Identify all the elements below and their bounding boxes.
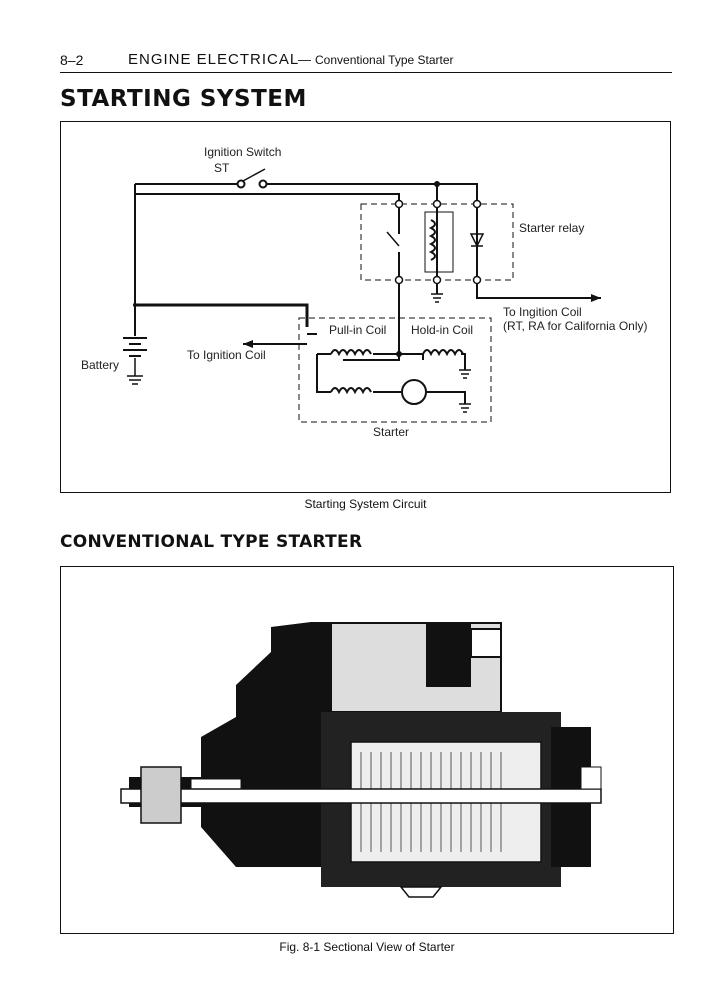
hold-in-coil-winding [422,349,464,357]
drive-housing [129,622,336,867]
circuit-caption: Starting System Circuit [304,497,427,511]
section-title: ENGINE ELECTRICAL [128,51,300,68]
relay-coil-winding [428,219,436,261]
circuit-svg: Ignition Switch ST Starter relay To Ingi… [81,145,648,439]
arrow-to-ignition-coil-left [243,340,253,348]
terminal-bolt [470,628,502,658]
motor-symbol [401,379,427,405]
starter-illustration [120,622,602,898]
starting-system-heading: STARTING SYSTEM [60,86,307,112]
label-st: ST [214,161,230,175]
arrow-to-ignition-coil-right [591,294,601,302]
pull-in-coil-winding [330,349,372,357]
label-pull-in-coil: Pull-in Coil [329,323,386,337]
label-hold-in-coil: Hold-in Coil [411,323,473,337]
page-header: 8–2 ENGINE ELECTRICAL — Conventional Typ… [60,50,672,73]
switch-lever [242,168,266,182]
conventional-starter-heading: CONVENTIONAL TYPE STARTER [60,532,363,552]
label-to-ignition-coil-left: To Ignition Coil [187,348,266,362]
header-dash: — [298,52,311,67]
starting-system-circuit-diagram: Ignition Switch ST Starter relay To Ingi… [60,121,671,493]
label-starter: Starter [373,425,409,439]
shaft [120,788,602,804]
switch-contact-left [236,179,246,189]
relay-diode [469,233,485,248]
field-coil-winding [330,387,372,395]
relay-box [360,203,514,281]
subsection-title: Conventional Type Starter [315,53,454,67]
label-rt-ra-note: (RT, RA for California Only) [503,319,648,333]
label-to-ignition-coil-right: To Ingition Coil [503,305,582,319]
starter-caption: Fig. 8-1 Sectional View of Starter [279,940,455,954]
pinion-gear [140,766,182,824]
label-starter-relay: Starter relay [519,221,584,235]
starter-sectional-view [60,566,674,934]
starter-box [298,317,492,423]
label-ignition-switch: Ignition Switch [204,145,281,159]
label-battery: Battery [81,358,119,372]
switch-contact-right [258,179,268,189]
page-number: 8–2 [60,52,84,68]
